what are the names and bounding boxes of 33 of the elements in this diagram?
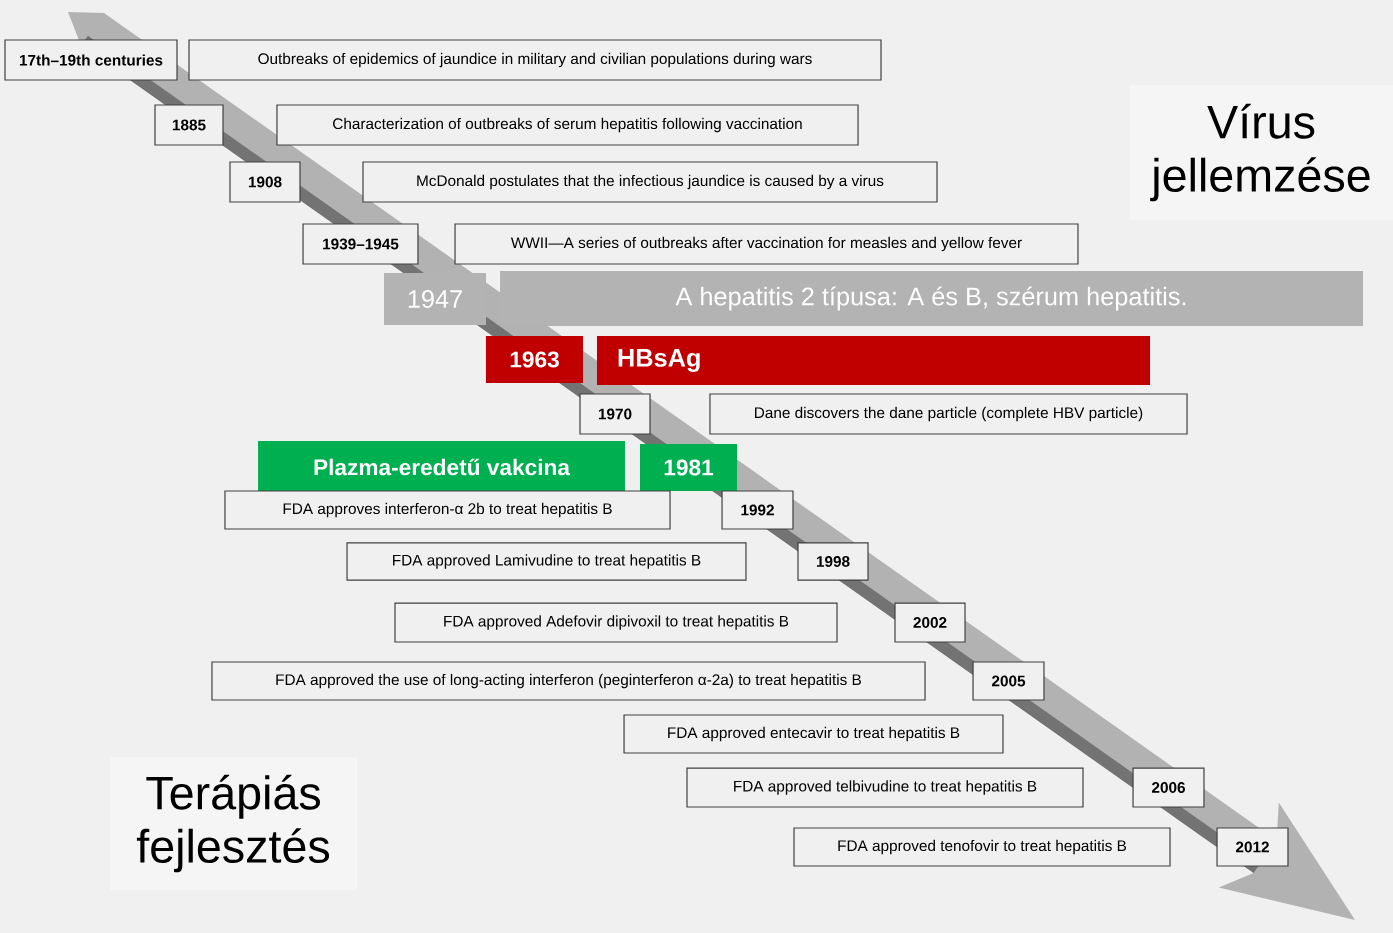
event-box: FDA approved Adefovir dipivoxil to treat hepatitis B: [394, 602, 838, 643]
event-box: Characterization of outbreaks of serum hepatitis following vaccination: [276, 104, 859, 146]
year-box: 17th–19th centuries: [4, 39, 178, 81]
event-box: HBsAg: [596, 335, 1151, 386]
year-box: 1908: [229, 161, 301, 203]
event-box: Plazma-eredetű vakcina: [258, 441, 625, 493]
year-box: 1970: [579, 393, 651, 435]
event-box: FDA approved telbivudine to treat hepatitis B: [686, 767, 1084, 808]
event-box: FDA approved tenofovir to treat hepatitis B: [793, 827, 1171, 867]
heading-panel: Terápiás fejlesztés: [110, 757, 357, 891]
year-box: 1963: [485, 336, 584, 383]
year-box: 1998: [797, 542, 869, 581]
event-box: FDA approves interferon-α 2b to treat hepatitis B: [224, 490, 671, 530]
year-box: 1885: [154, 104, 224, 146]
node-label: 1947: [408, 290, 462, 308]
event-box: McDonald postulates that the infectious jaundice is caused by a virus: [362, 161, 938, 203]
year-box: 2005: [972, 661, 1045, 701]
year-box: 2012: [1216, 827, 1289, 867]
year-box: 1939–1945: [302, 223, 419, 265]
node-label: A hepatitis 2 típusa: A és B, szérum hepatitis.: [675, 286, 1186, 311]
year-box: 1992: [721, 490, 794, 530]
year-box: 1947: [384, 273, 486, 325]
event-box: A hepatitis 2 típusa: A és B, szérum hepatitis.: [500, 271, 1363, 326]
event-box: Dane discovers the dane particle (complete HBV particle): [709, 393, 1188, 435]
year-box: 2006: [1132, 767, 1205, 808]
event-box: 1981: [639, 444, 738, 491]
event-box: FDA approved entecavir to treat hepatitis B: [623, 714, 1004, 754]
heading-panel: Vírus jellemzése: [1130, 85, 1393, 220]
event-box: FDA approved Lamivudine to treat hepatitis B: [346, 542, 747, 581]
year-box: 2002: [894, 602, 966, 643]
event-box: FDA approved the use of long-acting interferon (peginterferon α-2a) to treat hepatitis B: [211, 661, 926, 701]
event-box: Outbreaks of epidemics of jaundice in military and civilian populations during wars: [188, 39, 882, 81]
event-box: WWII—A series of outbreaks after vaccination for measles and yellow fever: [454, 223, 1079, 265]
